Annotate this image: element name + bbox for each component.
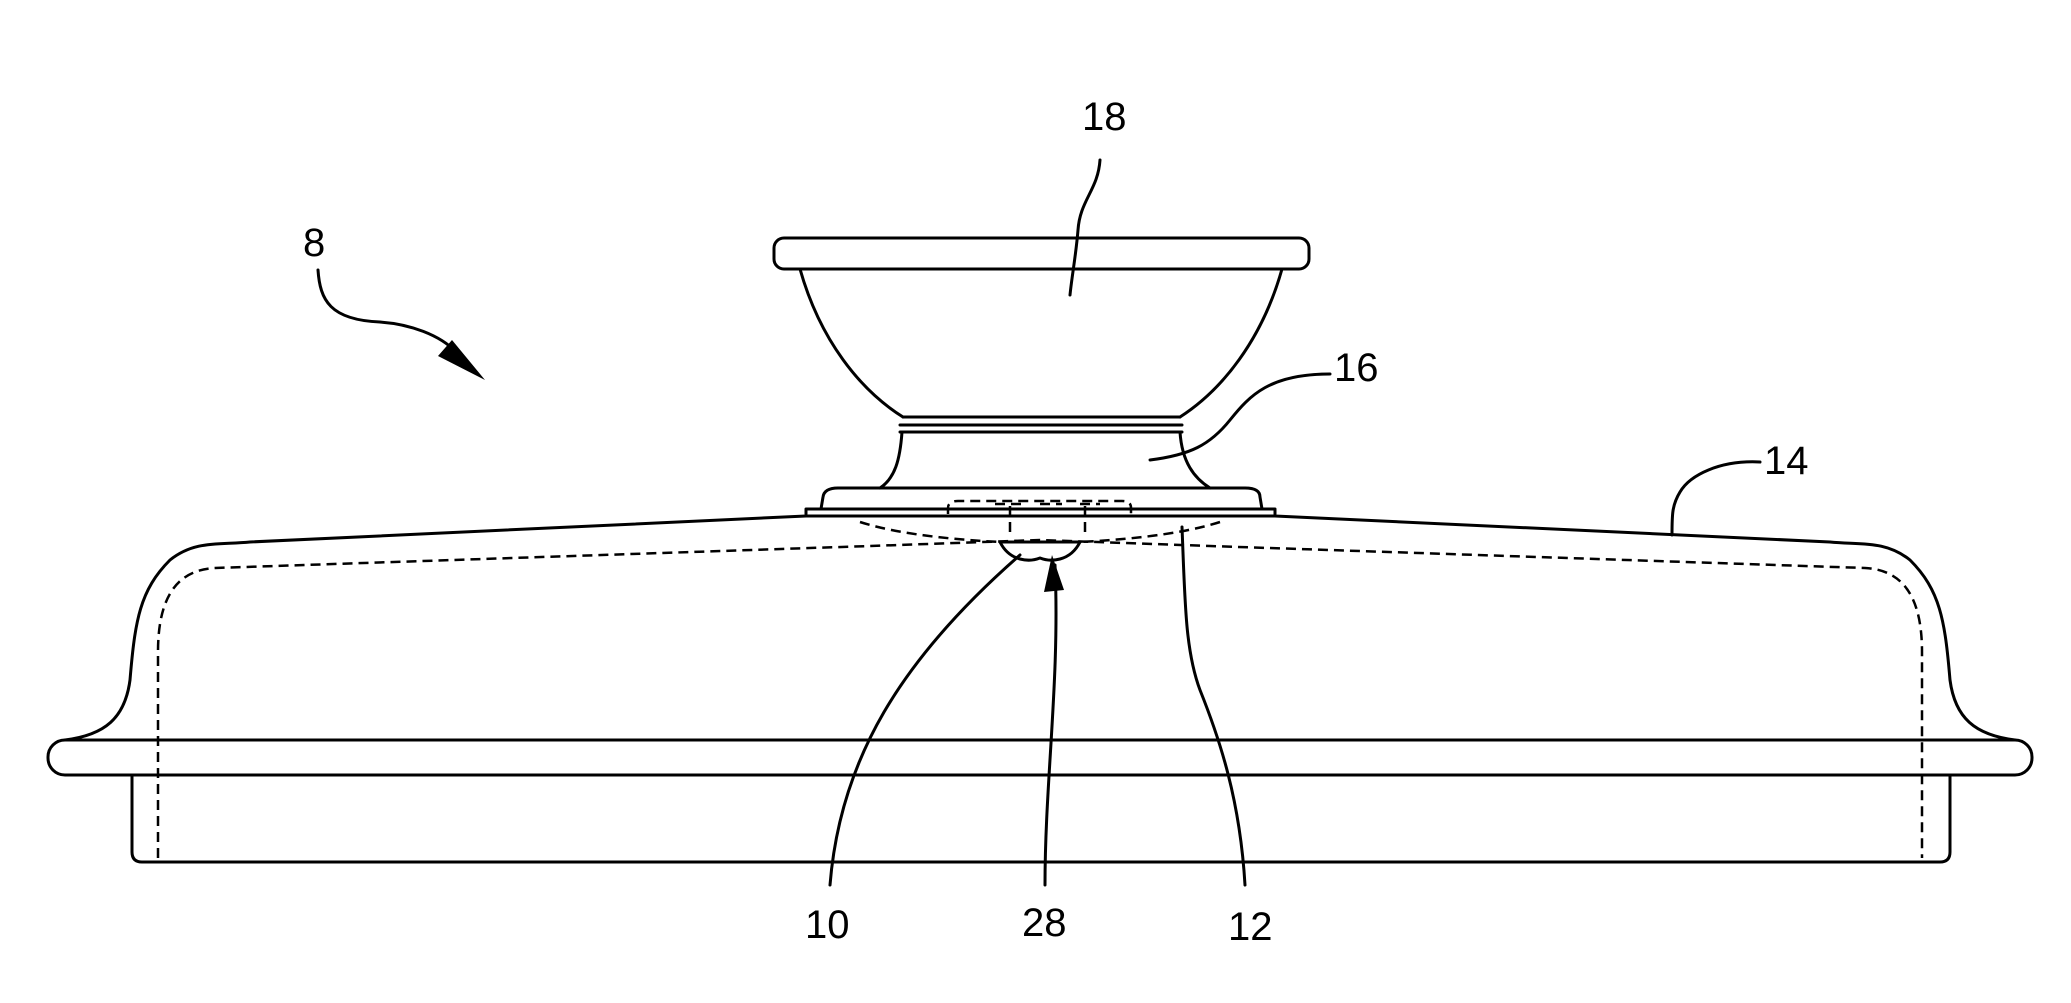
leader-8 bbox=[318, 270, 456, 352]
ref-label-16: 16 bbox=[1334, 346, 1379, 390]
lid-inner-wall-hidden bbox=[158, 540, 1922, 858]
ref-label-10: 10 bbox=[805, 903, 850, 947]
ref-label-14: 14 bbox=[1764, 439, 1809, 483]
reference-numerals: 8 18 16 14 10 28 12 bbox=[303, 95, 1809, 949]
bowl-rim bbox=[774, 238, 1309, 269]
lid-14 bbox=[48, 516, 2032, 862]
leader-28 bbox=[1045, 565, 1056, 885]
bowl-neck-rings bbox=[900, 417, 1182, 432]
ref-label-28: 28 bbox=[1022, 901, 1067, 945]
ref-label-8: 8 bbox=[303, 221, 325, 265]
pedestal-foot bbox=[821, 488, 1262, 509]
leader-14 bbox=[1672, 462, 1760, 535]
bowl-body bbox=[800, 269, 1282, 417]
leader-18 bbox=[1070, 160, 1100, 295]
bowl-18 bbox=[774, 238, 1309, 432]
lid-flange bbox=[48, 740, 2032, 775]
pedestal-plate bbox=[806, 509, 1275, 514]
pedestal-base-16 bbox=[806, 432, 1275, 536]
leader-12 bbox=[1182, 527, 1245, 885]
lid-skirt bbox=[132, 775, 1950, 862]
spring-member-28 bbox=[1000, 542, 1080, 560]
ref-label-12: 12 bbox=[1228, 905, 1273, 949]
arrowhead-8 bbox=[438, 340, 485, 380]
lid-outer-profile bbox=[65, 516, 2015, 740]
pedestal-waist bbox=[880, 432, 1210, 488]
ref-label-18: 18 bbox=[1082, 95, 1127, 139]
leader-10 bbox=[830, 555, 1020, 885]
